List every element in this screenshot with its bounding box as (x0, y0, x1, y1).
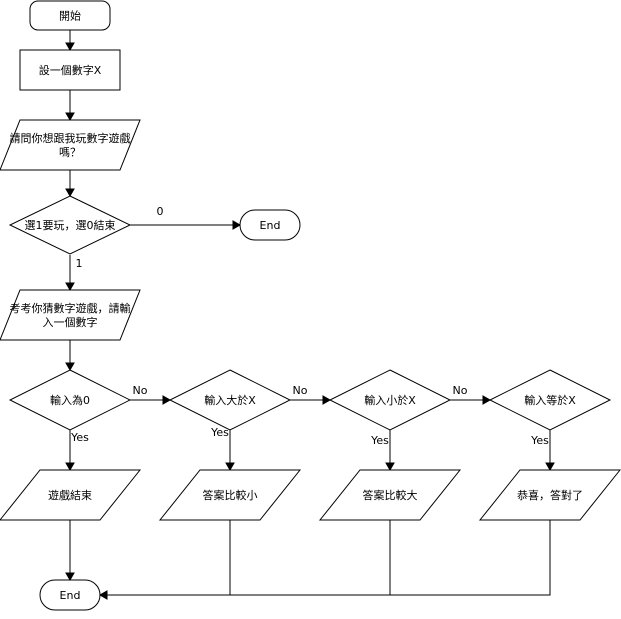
equal-label: 輸入等於X (524, 393, 576, 407)
edge-label-no: No (453, 384, 468, 397)
guess-label-line2: 入一個數字 (43, 315, 98, 329)
arrowhead (65, 188, 75, 198)
arrowhead (65, 112, 75, 122)
arrowhead (65, 362, 75, 372)
ask-play-label-line2: 嗎？ (59, 146, 81, 159)
greater-decision (168, 369, 292, 431)
edge-label-yes: Yes (370, 434, 389, 447)
arrowhead (322, 395, 332, 405)
edge-label-no: No (293, 384, 308, 397)
game-over-io (0, 469, 142, 521)
edge-label-yes: Yes (70, 431, 89, 444)
arrowhead (98, 590, 108, 600)
arrowhead (65, 572, 75, 582)
choose-decision (8, 195, 132, 255)
edge-label-no: No (133, 384, 148, 397)
end-bottom-label: End (60, 589, 81, 602)
set-x-process (19, 49, 121, 91)
congrats-io (478, 469, 621, 521)
less-decision (328, 369, 452, 431)
edge-label-zero: 0 (157, 205, 164, 218)
greater-label: 輸入大於X (204, 393, 256, 407)
answer-bigger-io (318, 469, 462, 521)
end-terminator-bottom (39, 579, 101, 611)
arrowhead (385, 462, 395, 472)
start-label: 開始 (59, 9, 81, 23)
arrowhead (225, 462, 235, 472)
edge-label-yes: Yes (210, 426, 229, 439)
arrowhead (232, 220, 242, 230)
answer-smaller-label: 答案比較小 (203, 488, 258, 502)
end-top-label: End (260, 219, 281, 232)
answer-bigger-label: 答案比較大 (363, 488, 418, 502)
less-label: 輸入小於X (364, 393, 416, 407)
arrowhead (65, 462, 75, 472)
arrowhead (65, 282, 75, 292)
congrats-label: 恭喜，答對了 (517, 488, 583, 502)
game-over-label: 遊戲結束 (48, 488, 92, 502)
edge-label-one: 1 (76, 257, 83, 270)
set-x-label: 設一個數字X (39, 63, 102, 77)
is-zero-label: 輸入為0 (50, 393, 90, 407)
edge-labels: 0 1 No No No Yes Yes Yes Yes (70, 205, 549, 447)
end-terminator-top (239, 209, 301, 241)
edge-label-yes: Yes (530, 434, 549, 447)
ask-play-io (0, 119, 141, 171)
choose-label: 選1要玩，選0結束 (25, 218, 116, 232)
guess-io (0, 289, 141, 341)
start-terminator (29, 0, 111, 31)
is-zero-decision (8, 369, 132, 431)
guess-label-line1: 考考你猜數字遊戲，請輸 (10, 301, 131, 315)
equal-decision (488, 369, 612, 431)
arrowhead (482, 395, 492, 405)
ask-play-label-line1: 請問你想跟我玩數字遊戲 (10, 131, 131, 145)
edge-merge-to-end (107, 520, 551, 596)
edges (65, 30, 555, 600)
answer-smaller-io (158, 469, 302, 521)
arrowhead (162, 395, 172, 405)
arrowhead (545, 462, 555, 472)
arrowhead (65, 42, 75, 52)
